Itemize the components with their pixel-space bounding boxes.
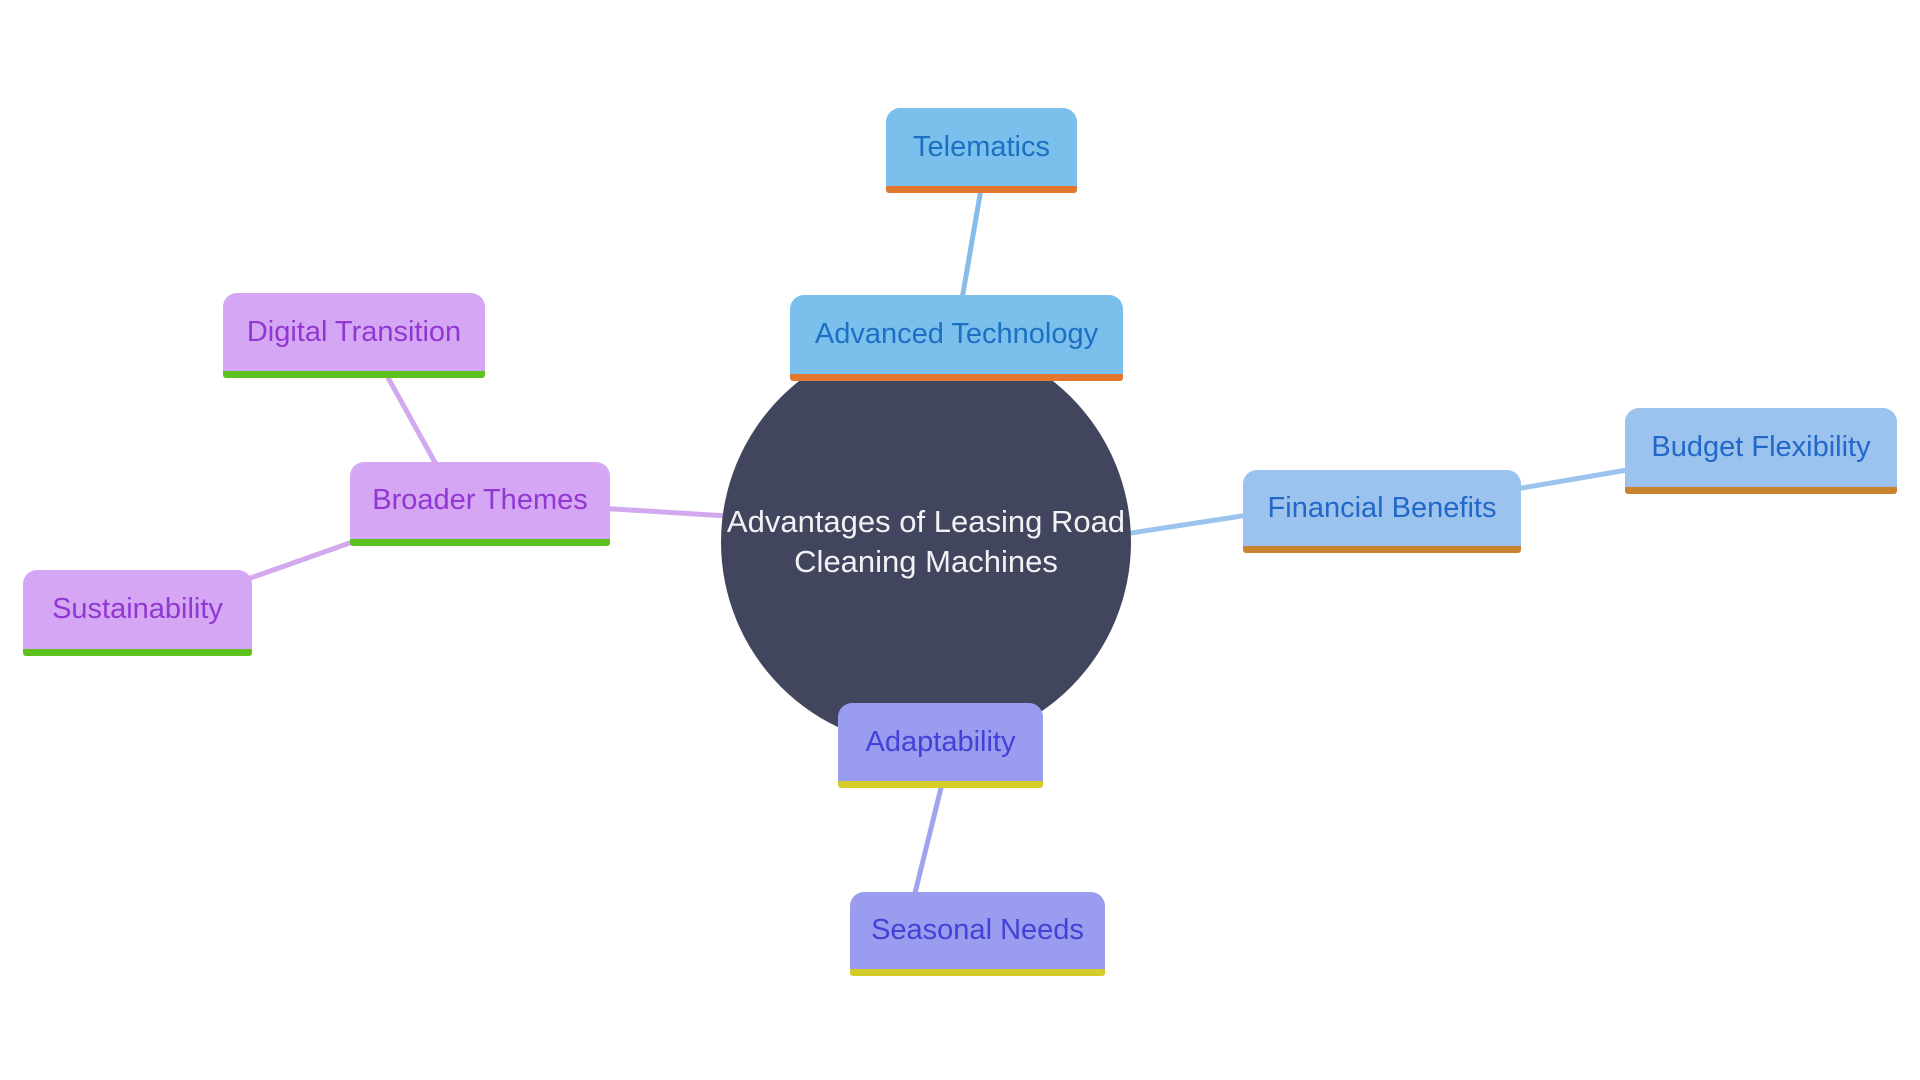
node-telematics[interactable]: Telematics	[886, 108, 1077, 193]
root-label-line2: Cleaning Machines	[794, 544, 1058, 579]
node-adaptability-label: Adaptability	[865, 725, 1016, 758]
edge-broader-themes-sustainability	[244, 537, 359, 583]
node-advanced-technology[interactable]: Advanced Technology	[790, 295, 1123, 381]
node-digital-transition-label: Digital Transition	[246, 315, 462, 348]
node-financial-benefits-label: Financial Benefits	[1267, 491, 1497, 524]
node-broader-themes[interactable]: Broader Themes	[350, 462, 610, 546]
node-advanced-technology-label: Advanced Technology	[814, 318, 1099, 350]
edge-telematics-advanced-technology	[959, 188, 984, 300]
node-telematics-label: Telematics	[913, 130, 1050, 163]
node-seasonal-needs[interactable]: Seasonal Needs	[850, 892, 1105, 976]
node-sustainability[interactable]: Sustainability	[23, 570, 252, 656]
node-budget-flexibility-label: Budget Flexibility	[1651, 431, 1871, 463]
node-digital-transition[interactable]: Digital Transition	[223, 293, 485, 378]
edge-adaptability-seasonal-needs	[911, 783, 945, 898]
root-node[interactable]: Advantages of Leasing Road Cleaning Mach…	[721, 337, 1131, 747]
root-label-line1: Advantages of Leasing Road	[726, 504, 1126, 539]
node-sustainability-label: Sustainability	[52, 593, 223, 625]
node-financial-benefits[interactable]: Financial Benefits	[1243, 470, 1521, 553]
node-seasonal-needs-label: Seasonal Needs	[871, 914, 1084, 946]
edge-digital-transition-broader-themes	[383, 372, 440, 468]
node-budget-flexibility[interactable]: Budget Flexibility	[1625, 408, 1897, 494]
node-adaptability[interactable]: Adaptability	[838, 703, 1043, 788]
node-broader-themes-label: Broader Themes	[372, 484, 588, 516]
edge-financial-benefits-budget-flexibility	[1515, 466, 1634, 492]
